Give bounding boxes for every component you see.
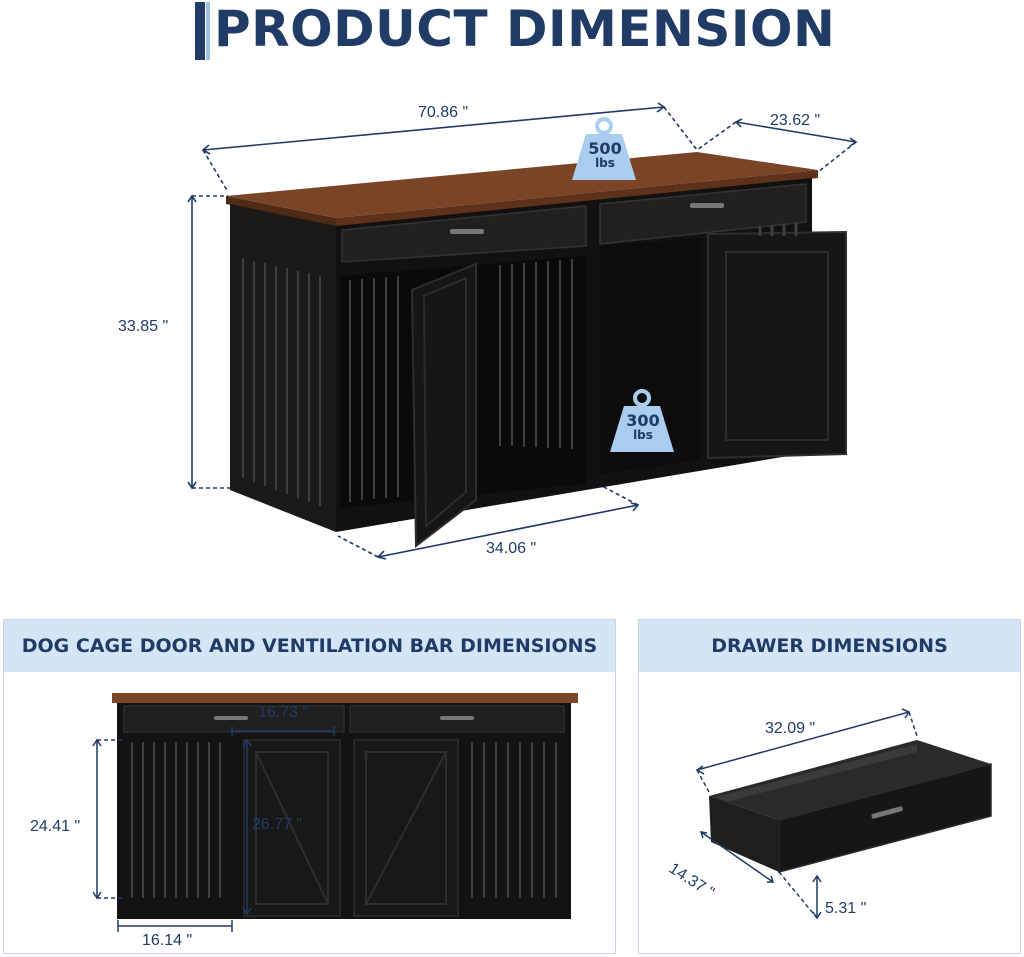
drawer-illustration — [695, 708, 992, 920]
cage-right-bars — [471, 742, 557, 898]
drawer-front-handle — [871, 806, 903, 819]
open-door-left — [410, 262, 477, 549]
bottom-length-label: 34.06 " — [486, 540, 537, 557]
door-width-label: 16.73 " — [258, 704, 309, 721]
cage-front-illustration — [92, 693, 578, 932]
drawer-height-label: 5.31 " — [825, 900, 867, 917]
side-ventilation-bars — [242, 258, 321, 506]
cage-dimension-lines — [92, 726, 335, 932]
front-ventilation-bars — [349, 259, 573, 502]
top-load-unit: lbs — [595, 156, 615, 170]
drawer-inside — [709, 740, 991, 820]
drawer-length-label: 32.09 " — [765, 720, 816, 737]
inner-load-value: 300 — [626, 411, 660, 430]
top-load-badge: 500 lbs — [580, 140, 630, 170]
drawer-handle-left — [450, 229, 484, 234]
cage-left-bars — [131, 742, 221, 898]
drawer-panel-title: DRAWER DIMENSIONS — [711, 635, 948, 657]
cage-door-panel-title: DOG CAGE DOOR AND VENTILATION BAR DIMENS… — [21, 635, 598, 657]
depth-label: 23.62 " — [770, 112, 821, 129]
title-area: PRODUCT DIMENSION — [0, 0, 1024, 70]
door-height-label: 26.77 " — [252, 816, 303, 833]
main-dimension-lines — [187, 102, 858, 560]
inner-load-badge: 300 lbs — [618, 412, 668, 442]
page-title: PRODUCT DIMENSION — [214, 0, 836, 58]
cage-cabinet-body — [117, 703, 571, 919]
drawer-panel: DRAWER DIMENSIONS 32.09 " 14.37 " 5.31 " — [638, 619, 1021, 954]
drawer-side — [709, 796, 779, 872]
open-door-right — [707, 230, 847, 460]
right-top-bars — [758, 223, 798, 236]
bar-height-label: 24.41 " — [30, 818, 81, 835]
title-accent-bar-light — [206, 2, 210, 60]
inner-load-weight-icon — [610, 389, 674, 452]
title-accent-bar — [195, 2, 205, 60]
top-load-value: 500 — [588, 139, 622, 158]
wood-top — [226, 152, 818, 218]
width-label: 70.86 " — [418, 104, 469, 121]
top-load-weight-icon — [572, 117, 636, 180]
drawer-right — [599, 183, 807, 245]
drawer-handle-right — [690, 203, 724, 208]
inner-load-unit: lbs — [633, 428, 653, 442]
cage-door-panel-header: DOG CAGE DOOR AND VENTILATION BAR DIMENS… — [4, 620, 615, 672]
cage-wood-top — [112, 693, 578, 703]
main-product-illustration — [187, 102, 858, 560]
drawer-panel-header: DRAWER DIMENSIONS — [639, 620, 1020, 672]
height-label: 33.85 " — [118, 318, 169, 335]
drawer-dimension-lines — [695, 708, 918, 920]
bottom-width-label: 16.14 " — [142, 932, 193, 949]
cage-door-panel: DOG CAGE DOOR AND VENTILATION BAR DIMENS… — [3, 619, 616, 954]
